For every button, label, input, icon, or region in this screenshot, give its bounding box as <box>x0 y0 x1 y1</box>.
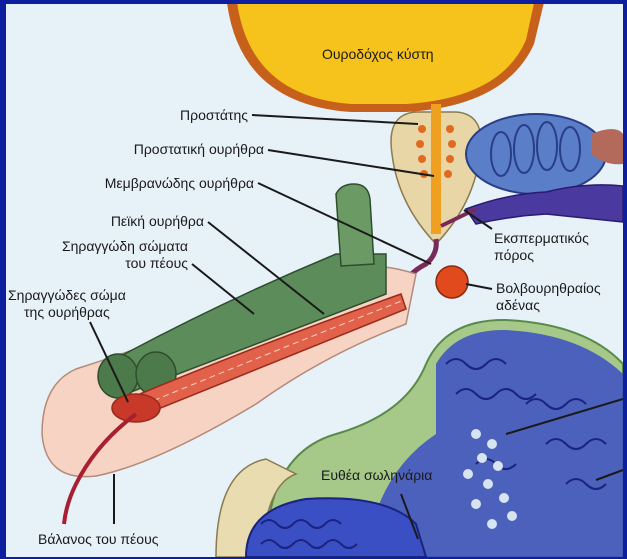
bulbourethral-gland-label-1: Βολβουρηθραίος <box>496 280 601 297</box>
bulbourethral-gland-shape <box>436 266 468 298</box>
corpus-spongiosum-label-2: της ουρήθρας <box>24 304 110 321</box>
penile-urethra-label: Πεϊκή ουρήθρα <box>66 213 204 230</box>
prostatic-urethra-label: Προστατική ουρήθρα <box>86 141 264 158</box>
seminiferous-tubules-label: Ευθέα σωληνάρια <box>321 467 432 484</box>
glans-label: Βάλανος του πέους <box>38 531 159 548</box>
bladder-label: Ουροδόχος κύστη <box>322 46 434 63</box>
diagram-panel: Ουροδόχος κύστη Προστάτης Προστατική ουρ… <box>6 4 623 557</box>
membranous-urethra-label: Μεμβρανώδης ουρήθρα <box>66 175 254 192</box>
seminal-vesicle-shape <box>466 114 623 194</box>
corpus-spongiosum-label-1: Σηραγγώδες σώμα <box>8 287 126 304</box>
bulbourethral-gland-label-2: αδένας <box>496 297 540 314</box>
prostate-label: Προστάτης <box>156 107 248 124</box>
corpora-cavernosa-label-1: Σηραγγώδη σώματα <box>16 238 188 255</box>
prostate-shape <box>391 104 481 244</box>
corpora-cavernosa-label-2: του πέους <box>16 255 188 272</box>
ejaculatory-duct-label-1: Εκσπερματικός <box>494 230 589 247</box>
ejaculatory-duct-label-2: πόρος <box>494 247 534 264</box>
